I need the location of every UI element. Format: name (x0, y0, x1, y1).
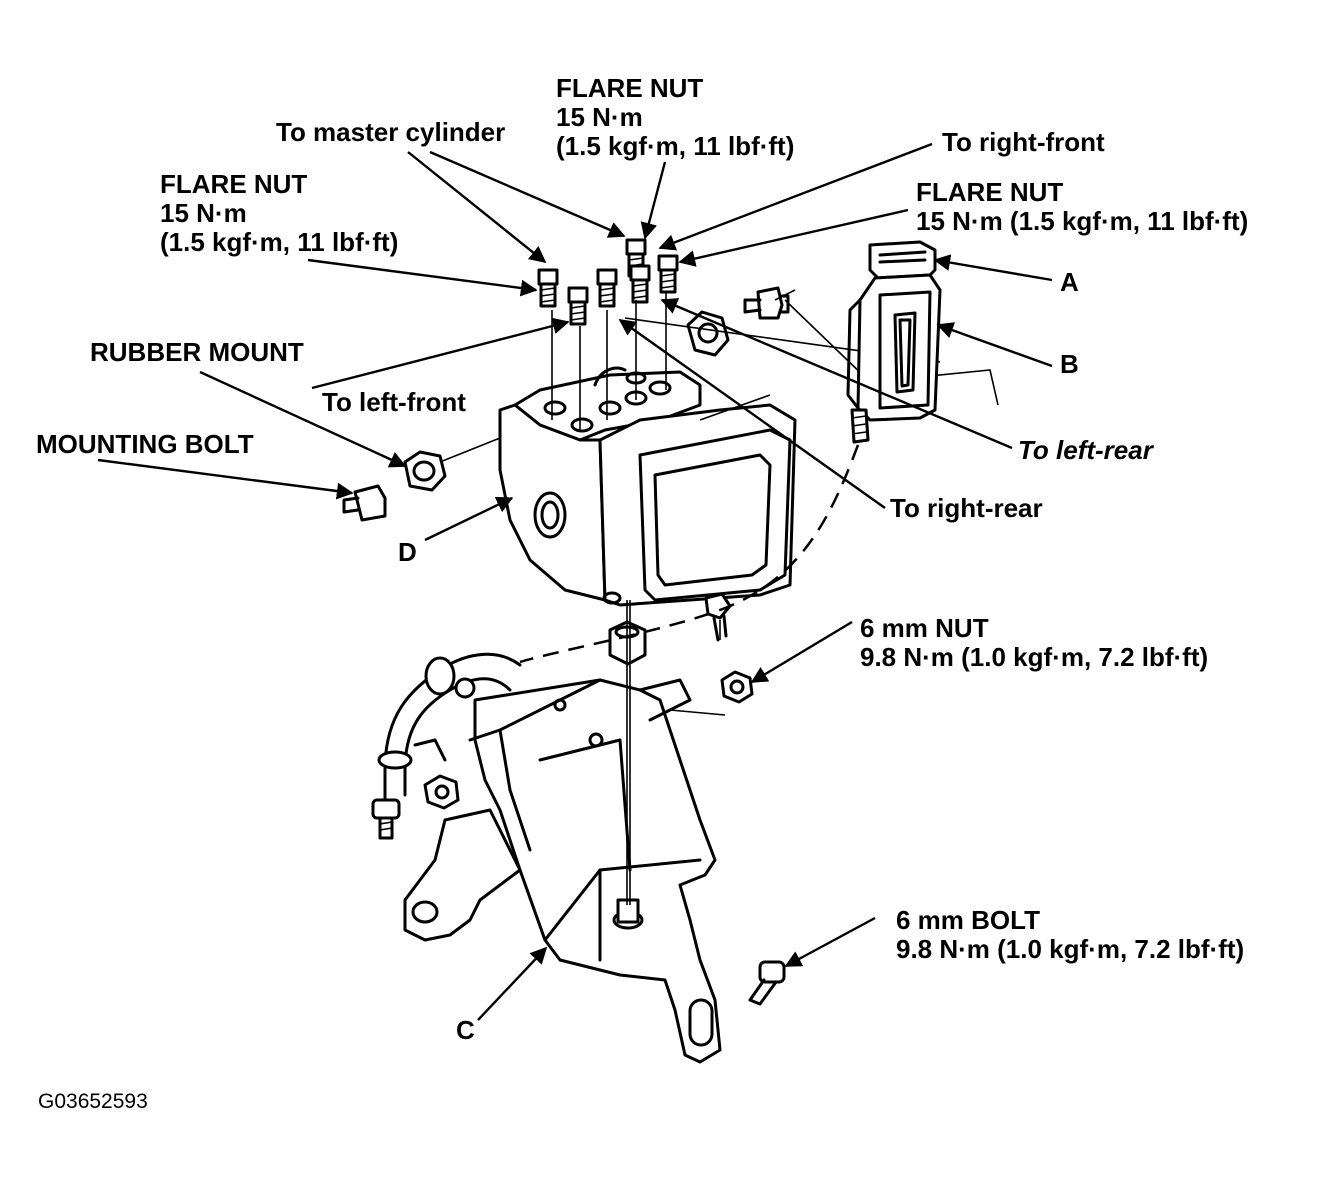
bolt-6mm-title: 6 mm BOLT (896, 905, 1040, 935)
ecu-connector (519, 240, 942, 664)
mounting-bolt-rear (743, 286, 790, 320)
flare-nut-top-title: FLARE NUT (556, 73, 704, 103)
flare-nuts (537, 238, 679, 326)
bracket-nut (423, 774, 460, 810)
nut-6mm-title: 6 mm NUT (860, 613, 989, 643)
flare-nut-top-label: FLARE NUT 15 N·m (1.5 kgf·m, 11 lbf·ft) (556, 74, 794, 161)
flare-nut-top-torque-alt: (1.5 kgf·m, 11 lbf·ft) (556, 131, 795, 161)
brake-hose (377, 652, 522, 802)
callout-c: C (456, 1015, 475, 1045)
to-left-front-label: To left-front (322, 387, 466, 417)
to-left-rear-label: To left-rear (1018, 435, 1153, 465)
nut-6mm-label: 6 mm NUT 9.8 N·m (1.0 kgf·m, 7.2 lbf·ft) (860, 614, 1208, 672)
leader-lines (97, 142, 1053, 1021)
flare-nut-right-title: FLARE NUT (916, 177, 1064, 207)
callout-d: D (398, 537, 417, 567)
bolt-6mm-upper (704, 592, 732, 642)
mounting-bolt-label: MOUNTING BOLT (36, 429, 254, 459)
rubber-mount-label: RUBBER MOUNT (90, 337, 304, 367)
to-right-front-label: To right-front (942, 127, 1105, 157)
flare-nut-left-torque: 15 N·m (160, 198, 247, 228)
flare-nut-top-torque: 15 N·m (556, 102, 643, 132)
callout-a: A (1060, 267, 1079, 297)
mounting-bolt-left (342, 484, 387, 522)
bolt-6mm (748, 960, 786, 1006)
flare-nut-right-torque: 15 N·m (1.5 kgf·m, 11 lbf·ft) (916, 206, 1249, 236)
flare-nut-right-label: FLARE NUT 15 N·m (1.5 kgf·m, 11 lbf·ft) (916, 178, 1248, 236)
flare-nut-left-label: FLARE NUT 15 N·m (1.5 kgf·m, 11 lbf·ft) (160, 170, 398, 257)
mounting-bracket (403, 678, 722, 1064)
figure-code: G03652593 (38, 1090, 148, 1113)
modulator-body (498, 366, 797, 607)
bracket-bolt (371, 798, 401, 840)
bolt-6mm-label: 6 mm BOLT 9.8 N·m (1.0 kgf·m, 7.2 lbf·ft… (896, 906, 1244, 964)
bolt-6mm-torque: 9.8 N·m (1.0 kgf·m, 7.2 lbf·ft) (896, 934, 1245, 964)
flare-nut-left-torque-alt: (1.5 kgf·m, 11 lbf·ft) (160, 227, 399, 257)
to-right-rear-label: To right-rear (890, 493, 1043, 523)
flare-nut-left-title: FLARE NUT (160, 169, 308, 199)
nut-6mm (720, 670, 754, 704)
to-master-cylinder-label: To master cylinder (276, 117, 506, 147)
callout-b: B (1060, 349, 1079, 379)
rubber-mount-left (403, 450, 447, 492)
nut-6mm-torque: 9.8 N·m (1.0 kgf·m, 7.2 lbf·ft) (860, 642, 1209, 672)
